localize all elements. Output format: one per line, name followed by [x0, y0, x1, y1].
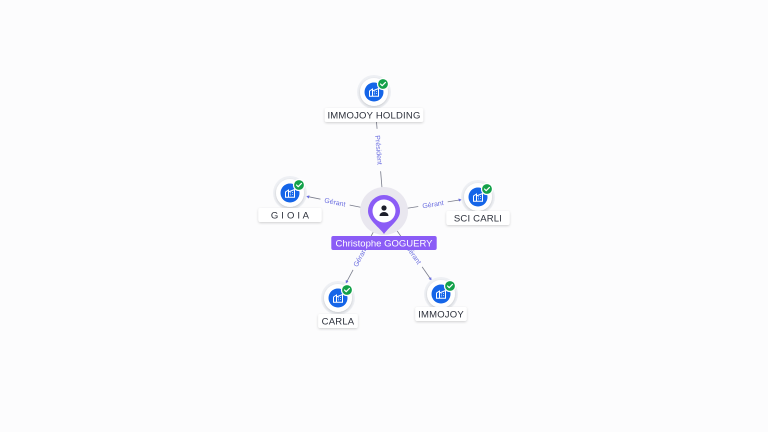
company-name-carla: CARLA — [322, 317, 355, 328]
company-name-gioia: G I O I A — [271, 211, 310, 222]
building-icon — [369, 87, 379, 97]
edge-relation-text: Gérant — [422, 200, 444, 210]
verified-check-icon — [340, 283, 354, 297]
building-icon — [436, 289, 446, 299]
company-node-immojoy-holding[interactable]: IMMOJOY HOLDING — [324, 75, 424, 122]
person-label-bg — [331, 236, 437, 250]
company-name-immojoy-holding: IMMOJOY HOLDING — [327, 111, 420, 122]
company-node-carla[interactable]: CARLA — [318, 281, 358, 328]
edge-relation-text: Président — [373, 135, 382, 165]
verified-check-icon — [443, 279, 457, 293]
edge-label-gioia: Gérant — [319, 194, 351, 209]
edge-label-immojoy-holding: Président — [373, 128, 386, 172]
verified-check-icon — [480, 182, 494, 196]
building-icon — [333, 293, 343, 303]
company-node-gioia[interactable]: G I O I A — [258, 176, 322, 222]
building-icon — [473, 192, 483, 202]
person-name: Christophe GOGUERY — [336, 239, 434, 250]
edge-label-sci-carli: Gérant — [417, 196, 449, 211]
person-node[interactable]: Christophe GOGUERY — [331, 187, 437, 250]
company-name-immojoy: IMMOJOY — [418, 310, 464, 321]
company-node-immojoy[interactable]: IMMOJOY — [415, 277, 467, 321]
verified-check-icon — [292, 178, 306, 192]
person-icon — [379, 205, 389, 216]
company-name-sci-carli: SCI CARLI — [454, 214, 502, 225]
building-icon — [285, 188, 295, 198]
company-node-sci-carli[interactable]: SCI CARLI — [446, 180, 510, 225]
verified-check-icon — [376, 77, 390, 91]
edge-relation-text: Gérant — [324, 198, 346, 209]
